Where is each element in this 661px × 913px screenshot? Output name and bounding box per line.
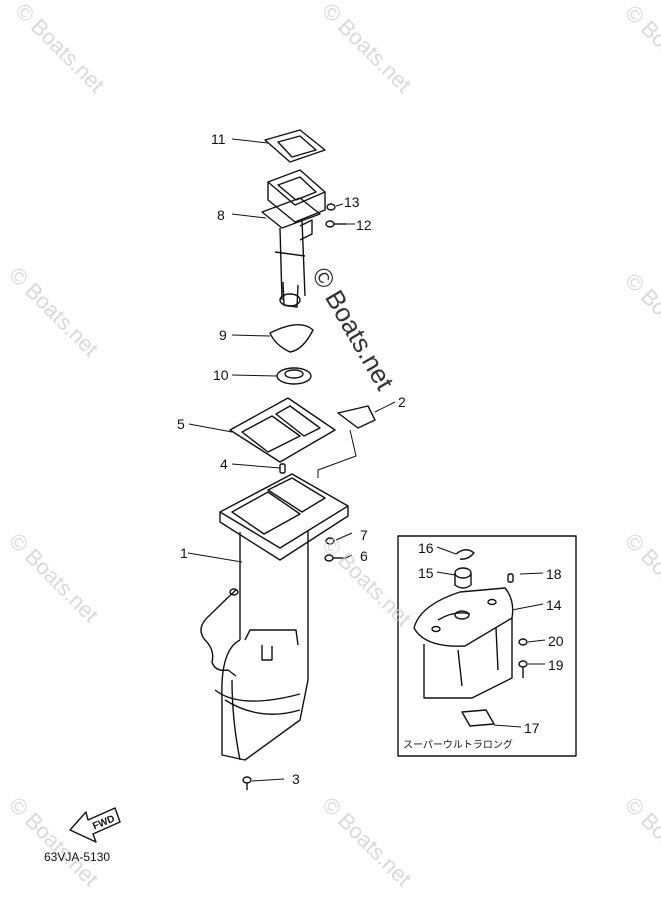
callout-19: 19 [548,657,564,673]
callout-1: 1 [180,545,188,561]
part-11-gasket [264,129,326,163]
callout-9: 9 [219,327,227,343]
part-10-grommet [276,367,312,385]
callout-12: 12 [356,217,372,233]
part-2-plate [337,405,376,429]
callout-8: 8 [217,207,225,223]
callout-15: 15 [418,565,434,581]
inset-box [397,535,577,757]
callout-4: 4 [220,456,228,472]
callout-18: 18 [546,566,562,582]
callout-3: 3 [292,771,300,787]
leader-lines [187,138,396,782]
callout-10: 10 [213,367,229,383]
part-9-seal [269,324,314,353]
fwd-arrow-icon [69,807,121,843]
part-5-gasket [229,397,336,463]
callout-2: 2 [398,394,406,410]
part-6-bolt [324,554,346,562]
callout-16: 16 [418,540,434,556]
callout-17: 17 [524,720,540,736]
diagram-code: 63VJA-5130 [44,850,111,864]
callout-6: 6 [360,548,368,564]
part-3-bolt [242,776,252,790]
part-1-upper-casing [214,473,349,761]
part-13-washer [326,203,336,211]
wire-harness [200,588,239,677]
callout-14: 14 [546,597,562,613]
part-4-pin [279,463,286,474]
part-12-bolt [325,220,346,228]
callout-7: 7 [360,527,368,543]
part-7-washer [325,537,335,545]
inset-caption: スーパーウルトラロング [403,740,513,751]
callout-5: 5 [177,416,185,432]
callout-20: 20 [548,633,564,649]
callout-13: 13 [344,194,360,210]
part-8-exhaust-guide [261,169,326,308]
callout-11: 11 [211,131,226,147]
